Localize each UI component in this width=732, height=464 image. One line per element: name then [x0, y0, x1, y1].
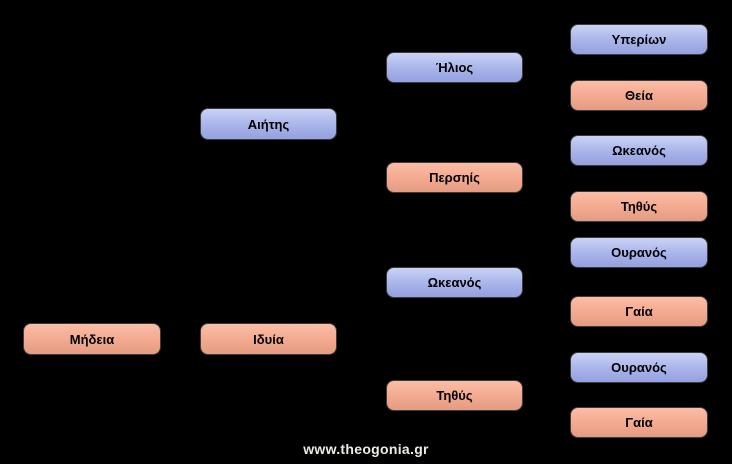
person-node-tethys-gen3[interactable]: Τηθύς — [386, 380, 523, 411]
person-name-label: Ουρανός — [611, 245, 667, 260]
person-node-tethys-gen4[interactable]: Τηθύς — [570, 191, 708, 222]
person-node-gaia-1[interactable]: Γαία — [570, 296, 708, 327]
person-name-label: Υπερίων — [611, 32, 667, 47]
person-name-label: Ωκεανός — [612, 143, 666, 158]
person-node-okeanos-gen3[interactable]: Ωκεανός — [386, 267, 523, 298]
person-name-label: Περσηίς — [429, 170, 480, 185]
person-node-ouranos-2[interactable]: Ουρανός — [570, 352, 708, 383]
person-name-label: Τηθύς — [620, 199, 658, 214]
person-node-idyia[interactable]: Ιδυία — [200, 323, 337, 355]
person-name-label: Ουρανός — [611, 360, 667, 375]
person-node-aietes[interactable]: Αιήτης — [200, 108, 337, 140]
person-name-label: Θεία — [625, 88, 653, 103]
person-name-label: Γαία — [625, 415, 653, 430]
person-node-helios[interactable]: Ήλιος — [386, 52, 523, 83]
person-node-theia[interactable]: Θεία — [570, 80, 708, 111]
watermark-text: www.theogonia.gr — [303, 441, 429, 457]
person-node-perseis[interactable]: Περσηίς — [386, 162, 523, 193]
person-name-label: Τηθύς — [436, 388, 473, 403]
person-name-label: Ιδυία — [253, 331, 284, 347]
person-name-label: Γαία — [625, 304, 653, 319]
person-node-hyperion[interactable]: Υπερίων — [570, 24, 708, 55]
person-node-ouranos-1[interactable]: Ουρανός — [570, 237, 708, 268]
person-node-gaia-2[interactable]: Γαία — [570, 407, 708, 438]
person-node-okeanos-gen4[interactable]: Ωκεανός — [570, 135, 708, 166]
person-name-label: Αιήτης — [247, 116, 290, 132]
person-name-label: Μήδεια — [69, 331, 115, 347]
person-node-medea[interactable]: Μήδεια — [23, 323, 161, 355]
person-name-label: Ωκεανός — [427, 275, 482, 290]
person-name-label: Ήλιος — [435, 60, 474, 75]
